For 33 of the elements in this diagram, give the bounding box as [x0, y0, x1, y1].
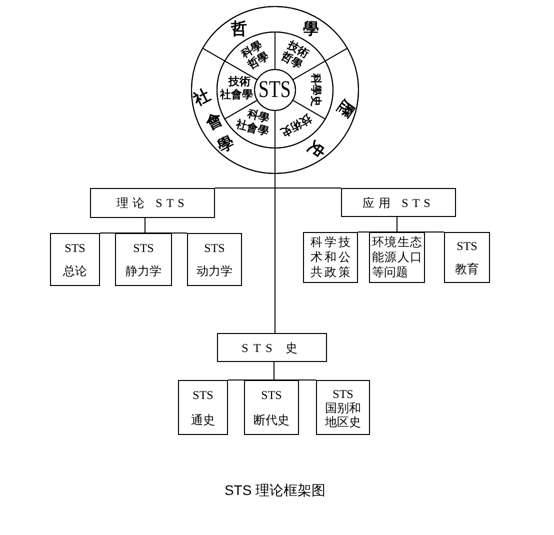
- heading-box: [217, 333, 327, 362]
- box-label: 理论 STS: [116, 196, 188, 210]
- box-label: 环境生态能源人口等问题: [372, 235, 422, 280]
- topic-box: [187, 233, 242, 286]
- topic-box: [178, 380, 228, 435]
- caption: STS 理论框架图: [224, 483, 326, 497]
- topic-box: [50, 233, 100, 286]
- segment-label: 技術哲學: [278, 38, 312, 72]
- box-label: STS 静力学: [126, 240, 162, 280]
- box-label: STS 通史: [191, 386, 215, 428]
- segment-label: 技術社會學: [220, 75, 254, 101]
- box-label: 应用 STS: [362, 196, 434, 210]
- segment-label: 科學哲學: [238, 38, 272, 72]
- heading-box: [90, 188, 215, 218]
- box-label: STS 总论: [63, 240, 87, 280]
- segment-label: 技術史: [278, 111, 314, 140]
- topic-box: [115, 233, 172, 286]
- box-label: 科学技术和公共政策: [310, 235, 350, 280]
- box-label: STS 教育: [455, 238, 479, 278]
- box-label: STS 断代史: [254, 386, 290, 428]
- box-label: STS 史: [242, 340, 302, 354]
- segment-label: 科學社會學: [234, 106, 272, 138]
- center-label: STS: [258, 78, 292, 102]
- box-label: STS 国别和地区史: [325, 386, 361, 428]
- connector-line: [274, 173, 276, 334]
- topic-box: [303, 232, 358, 283]
- ring-label: 哲學: [231, 21, 319, 37]
- heading-box: [341, 188, 456, 217]
- topic-box: [444, 232, 490, 283]
- topic-box: [244, 380, 299, 435]
- connector-line: [274, 362, 316, 380]
- topic-box: [316, 380, 370, 435]
- box-label: STS 动力学: [196, 240, 232, 280]
